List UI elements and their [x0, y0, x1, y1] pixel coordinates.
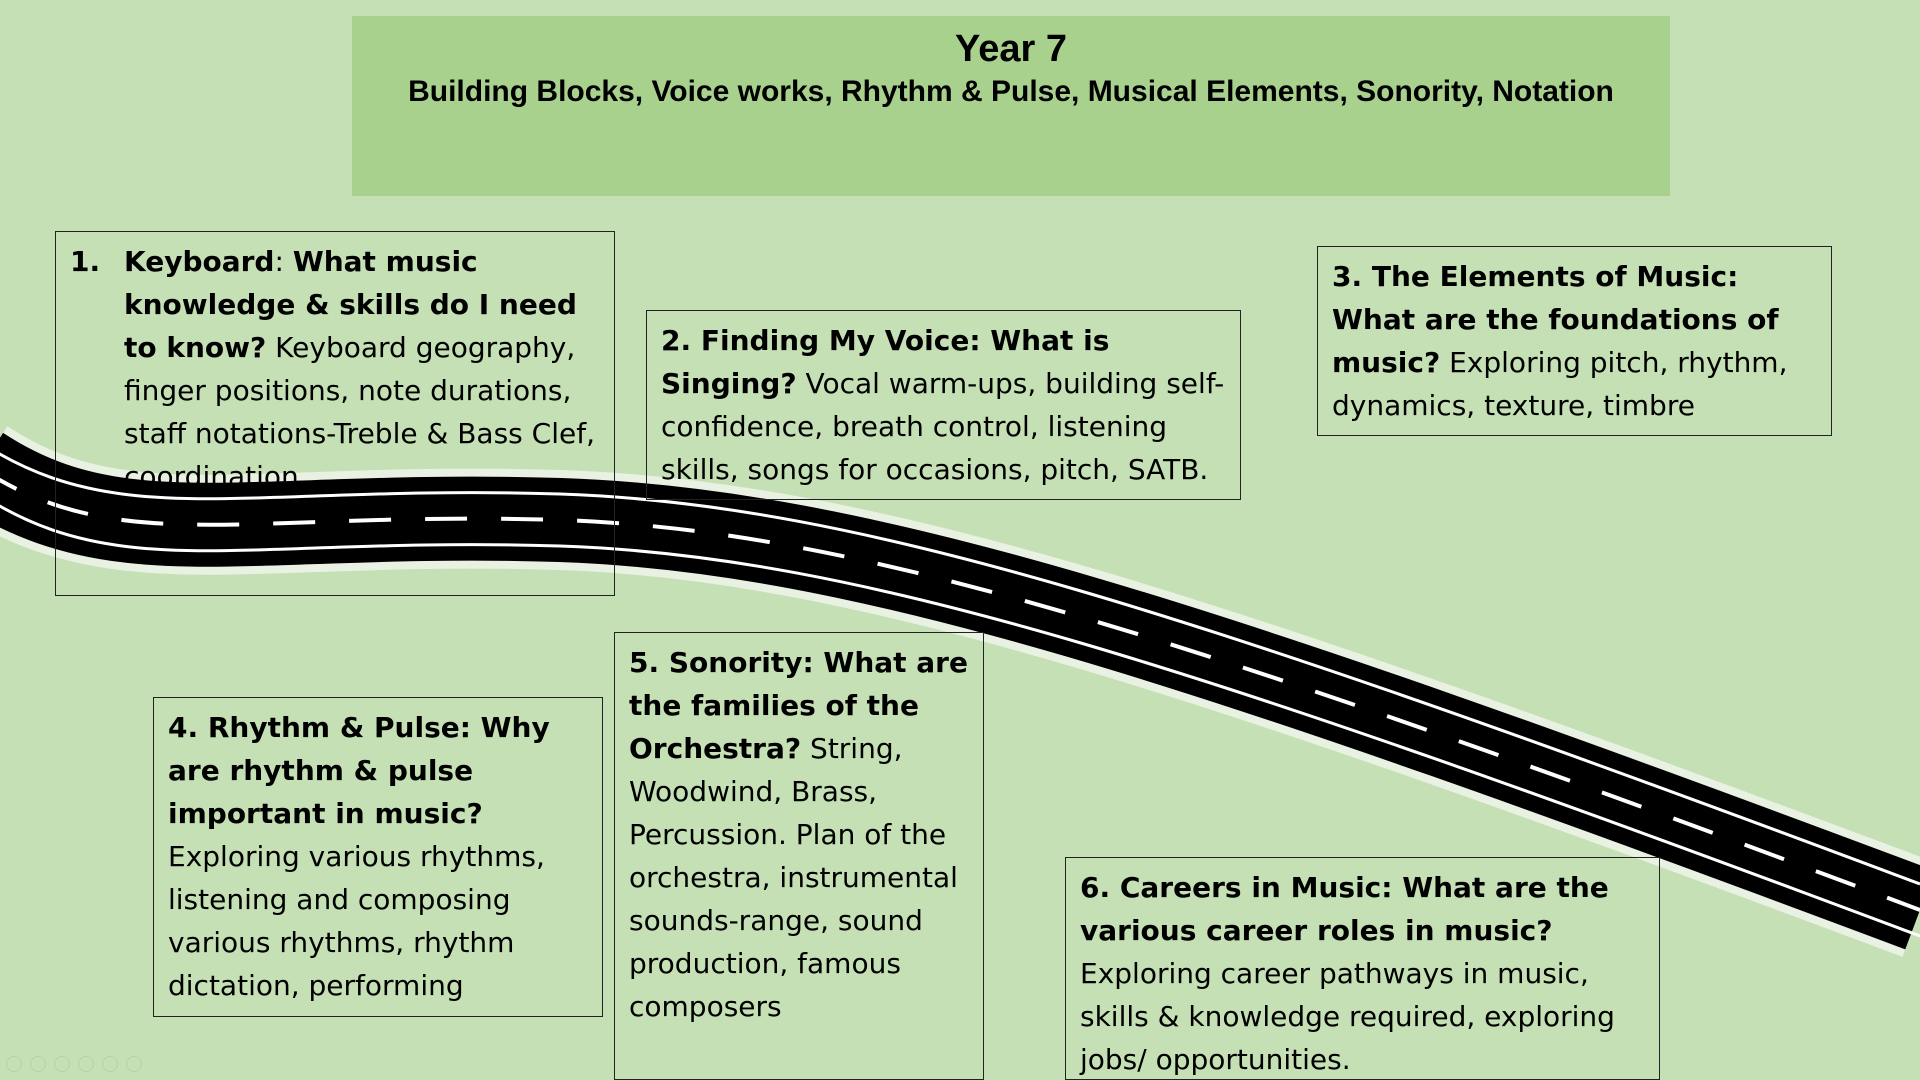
topic-body: Keyboard geography, finger positions, no…	[124, 331, 595, 493]
topic-box-keyboard: 1. Keyboard: What music knowledge & skil…	[55, 231, 615, 596]
topic-box-careers: 6. Careers in Music: What are the variou…	[1065, 857, 1660, 1080]
topic-heading-separator: :	[274, 245, 293, 278]
page-title: Year 7	[955, 28, 1067, 70]
topic-heading: 2. Finding My Voice: What is Singing?	[661, 324, 1110, 400]
view-icon[interactable]	[78, 1056, 94, 1072]
topic-body: String, Woodwind, Brass, Percussion. Pla…	[629, 732, 958, 1023]
topic-heading: 4. Rhythm & Pulse: Why are rhythm & puls…	[168, 711, 550, 830]
topic-heading: Keyboard	[124, 245, 275, 278]
pen-icon[interactable]	[54, 1056, 70, 1072]
page-subtitle: Building Blocks, Voice works, Rhythm & P…	[408, 75, 1614, 108]
topic-body: Exploring pitch, rhythm, dynamics, textu…	[1332, 346, 1788, 422]
topic-heading: 6. Careers in Music: What are the variou…	[1080, 871, 1609, 947]
topic-body: Exploring career pathways in music, skil…	[1080, 957, 1615, 1076]
topic-body: Exploring various rhythms, listening and…	[168, 840, 545, 1016]
topic-box-rhythm: 4. Rhythm & Pulse: Why are rhythm & puls…	[153, 697, 603, 1017]
more-icon[interactable]	[126, 1056, 142, 1072]
topic-box-elements: 3. The Elements of Music: What are the f…	[1317, 246, 1832, 436]
topic-heading: 5. Sonority: What are the families of th…	[629, 646, 968, 765]
topic-question: What music knowledge & skills do I need …	[124, 245, 577, 364]
next-icon[interactable]	[30, 1056, 46, 1072]
topic-number: 1.	[70, 245, 101, 278]
topic-box-voice: 2. Finding My Voice: What is Singing? Vo…	[646, 310, 1241, 500]
topic-heading: 3. The Elements of Music: What are the f…	[1332, 260, 1779, 379]
prev-icon[interactable]	[6, 1056, 22, 1072]
topic-box-sonority: 5. Sonority: What are the families of th…	[614, 632, 984, 1080]
slide-controls	[6, 1056, 142, 1072]
topic-body: Vocal warm-ups, building self-confidence…	[661, 367, 1225, 486]
title-banner: Year 7 Building Blocks, Voice works, Rhy…	[352, 16, 1670, 196]
zoom-icon[interactable]	[102, 1056, 118, 1072]
